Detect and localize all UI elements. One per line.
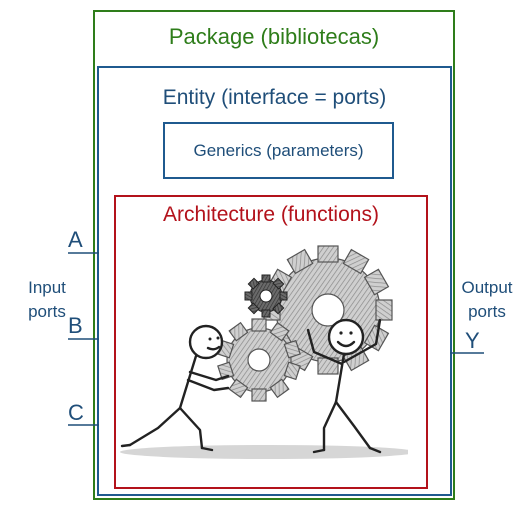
package-box (93, 10, 455, 500)
port-c-label: C (68, 400, 84, 425)
port-a-label: A (68, 227, 83, 252)
input-ports-label: Input ports (28, 278, 66, 321)
output-ports-label: Output ports (461, 278, 513, 321)
package-title: Package (bibliotecas) (168, 24, 380, 49)
generics-title: Generics (parameters) (193, 141, 364, 160)
small-gear-icon (244, 274, 288, 318)
port-y-label: Y (465, 328, 480, 353)
port-b-label: B (68, 313, 83, 338)
medium-gear-icon (217, 318, 301, 402)
left-stick-figure (120, 324, 230, 452)
ground-shadow (120, 445, 408, 459)
right-stick-figure (306, 318, 382, 454)
entity-title: Entity (interface = ports) (162, 86, 387, 109)
architecture-title: Architecture (functions) (163, 203, 379, 226)
stick-figures-gears-illustration (120, 245, 408, 459)
entity-box (97, 66, 452, 496)
generics-box (163, 122, 394, 179)
architecture-box (114, 195, 428, 489)
